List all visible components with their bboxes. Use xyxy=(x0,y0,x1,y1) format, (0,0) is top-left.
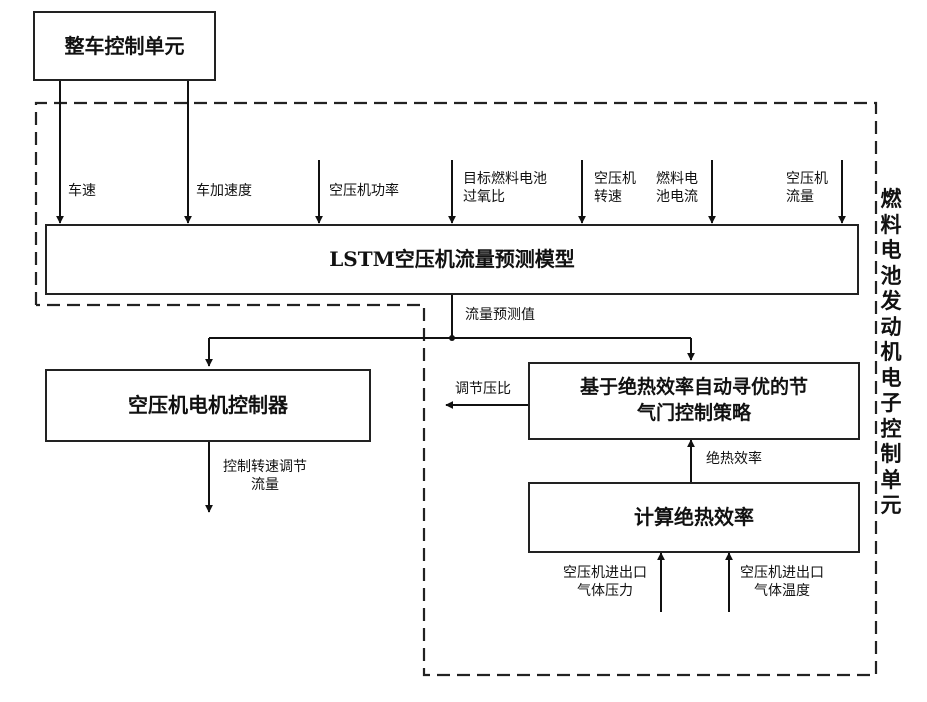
label-pressure-ratio: 调节压比 xyxy=(455,380,511,398)
vcu-box: 整车控制单元 xyxy=(33,11,216,81)
calc-efficiency-label: 计算绝热效率 xyxy=(634,504,754,531)
label-speed: 车速 xyxy=(68,182,96,200)
strategy-label: 基于绝热效率自动寻优的节气门控制策略 xyxy=(572,375,816,426)
label-pressure-in: 空压机进出口气体压力 xyxy=(562,564,648,600)
label-comp-flow: 空压机流量 xyxy=(786,170,830,206)
strategy-box: 基于绝热效率自动寻优的节气门控制策略 xyxy=(528,362,860,440)
label-o2-ratio: 目标燃料电池过氧比 xyxy=(463,170,547,206)
calc-efficiency-box: 计算绝热效率 xyxy=(528,482,860,553)
vcu-label: 整车控制单元 xyxy=(65,33,185,60)
label-efficiency: 绝热效率 xyxy=(706,450,762,468)
label-accel: 车加速度 xyxy=(196,182,252,200)
label-power: 空压机功率 xyxy=(329,182,399,200)
label-flow-pred: 流量预测值 xyxy=(465,306,535,324)
label-comp-speed: 空压机转速 xyxy=(594,170,638,206)
label-temp-in: 空压机进出口气体温度 xyxy=(739,564,825,600)
motor-controller-box: 空压机电机控制器 xyxy=(45,369,371,442)
lstm-model-box: LSTM空压机流量预测模型 xyxy=(45,224,859,295)
label-speed-flow: 控制转速调节流量 xyxy=(222,458,308,494)
lstm-model-label: LSTM空压机流量预测模型 xyxy=(329,246,575,273)
region-title: 燃料电池发动机电子控制单元 xyxy=(876,186,906,518)
motor-controller-label: 空压机电机控制器 xyxy=(128,392,288,419)
label-fc-current: 燃料电池电流 xyxy=(656,170,700,206)
